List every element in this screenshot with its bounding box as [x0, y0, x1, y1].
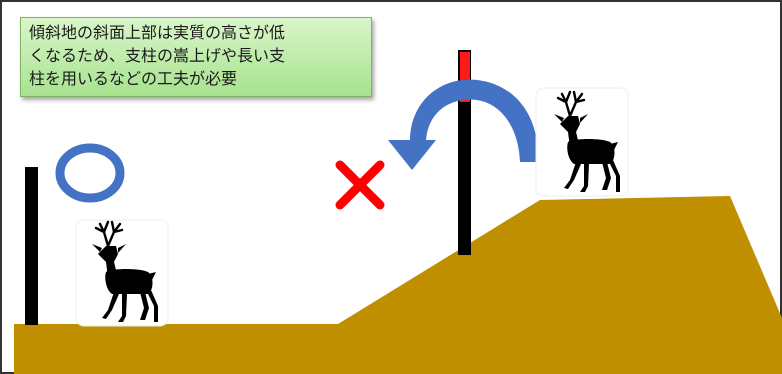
callout-note: 傾斜地の斜面上部は実質の高さが低 くなるため、支柱の嵩上げや長い支 柱を用いるな…	[20, 17, 372, 97]
callout-line-1: 傾斜地の斜面上部は実質の高さが低	[29, 23, 286, 42]
sloped-ground	[14, 196, 782, 374]
ng-cross-icon	[335, 160, 385, 210]
post-extension-red	[460, 52, 470, 102]
left-post	[25, 167, 38, 325]
curved-arrow-icon	[388, 79, 539, 170]
ok-circle-icon	[55, 143, 125, 203]
callout-line-2: くなるため、支柱の嵩上げや長い支	[29, 46, 286, 65]
callout-line-3: 柱を用いるなどの工夫が必要	[29, 69, 238, 88]
